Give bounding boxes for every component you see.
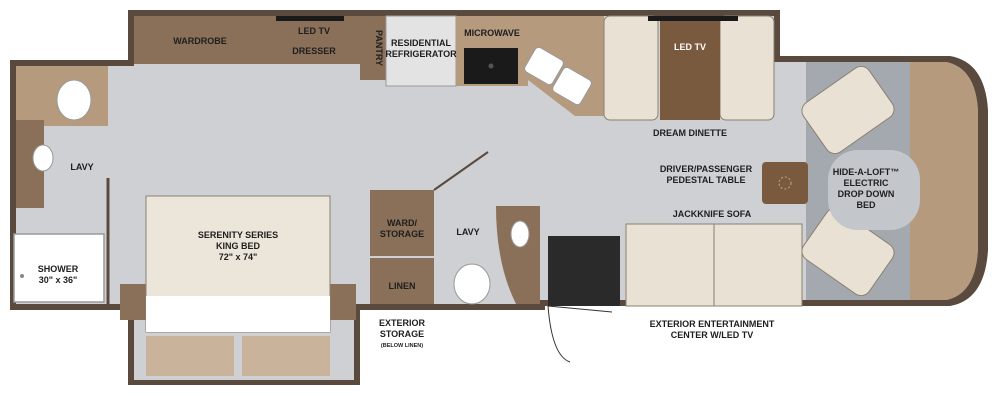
label-shower-2: 30" x 36" bbox=[39, 275, 78, 285]
dresser bbox=[268, 16, 360, 64]
label-pedestal-table-2: PEDESTAL TABLE bbox=[666, 175, 745, 185]
dash bbox=[910, 62, 978, 300]
refrigerator bbox=[385, 15, 457, 87]
shower-drain bbox=[20, 274, 24, 278]
hide-a-loft-area bbox=[828, 150, 920, 230]
label-entertainment-2: CENTER W/LED TV bbox=[671, 330, 754, 340]
label-lavy-mid: LAVY bbox=[456, 227, 479, 237]
nightstand-left bbox=[120, 284, 146, 320]
dinette-led-tv bbox=[648, 16, 738, 21]
label-dresser: DRESSER bbox=[292, 46, 336, 56]
bed-pillow-area bbox=[146, 296, 330, 332]
label-hide-a-loft-2: ELECTRIC bbox=[844, 178, 890, 188]
mid-toilet bbox=[453, 263, 491, 305]
wardrobe bbox=[134, 16, 268, 64]
label-microwave: MICROWAVE bbox=[464, 28, 520, 38]
label-bed-1: SERENITY SERIES bbox=[198, 230, 278, 240]
label-entertainment-1: EXTERIOR ENTERTAINMENT bbox=[650, 319, 775, 329]
label-jackknife-sofa: JACKKNIFE SOFA bbox=[673, 209, 752, 219]
rear-lavy-sink bbox=[32, 144, 54, 172]
pantry-cabinet bbox=[360, 16, 386, 80]
label-exterior-storage-1: EXTERIOR bbox=[379, 318, 426, 328]
label-lavy-rear: LAVY bbox=[70, 162, 93, 172]
label-refrigerator-1: RESIDENTIAL bbox=[391, 38, 452, 48]
label-led-tv-dinette: LED TV bbox=[674, 42, 706, 52]
dresser-led-tv bbox=[276, 16, 344, 21]
shower-stall bbox=[13, 233, 105, 303]
dinette-bench-left bbox=[603, 15, 659, 121]
dinette-table bbox=[660, 16, 720, 120]
label-wardrobe: WARDROBE bbox=[173, 36, 227, 46]
linen-closet bbox=[370, 258, 434, 304]
label-exterior-storage-note: (BELOW LINEN) bbox=[381, 343, 423, 349]
kitchen-sink-2 bbox=[552, 66, 592, 106]
driver-seat bbox=[801, 65, 895, 155]
label-linen: LINEN bbox=[389, 281, 416, 291]
entry-door-swing bbox=[547, 305, 613, 363]
label-hide-a-loft-1: HIDE-A-LOFT™ bbox=[833, 167, 900, 177]
pedestal-table bbox=[762, 162, 808, 204]
mid-bath-door bbox=[433, 151, 489, 191]
label-pedestal-table-1: DRIVER/PASSENGER bbox=[660, 164, 753, 174]
label-hide-a-loft-3: DROP DOWN bbox=[838, 189, 895, 199]
nightstand-right bbox=[330, 284, 356, 320]
bed-base-right bbox=[242, 336, 330, 376]
mid-lavy-sink bbox=[510, 220, 530, 248]
label-exterior-storage-2: STORAGE bbox=[380, 329, 424, 339]
label-bed-3: 72" x 74" bbox=[219, 252, 258, 262]
rear-toilet bbox=[56, 79, 92, 121]
microwave-knob bbox=[488, 63, 494, 69]
label-refrigerator-2: REFRIGERATOR bbox=[385, 49, 457, 59]
entry-step bbox=[548, 236, 620, 306]
label-hide-a-loft-4: BED bbox=[856, 200, 876, 210]
kitchen-sink-1 bbox=[524, 46, 564, 86]
ward-storage bbox=[370, 190, 434, 256]
label-pantry: PANTRY bbox=[374, 30, 384, 66]
label-bed-2: KING BED bbox=[216, 241, 261, 251]
label-led-tv-dresser: LED TV bbox=[298, 26, 330, 36]
label-ward-storage-2: STORAGE bbox=[380, 229, 424, 239]
dinette-bench-right bbox=[719, 15, 775, 121]
pedestal-post bbox=[778, 176, 792, 190]
label-dream-dinette: DREAM DINETTE bbox=[653, 128, 727, 138]
label-shower-1: SHOWER bbox=[38, 264, 79, 274]
label-ward-storage-1: WARD/ bbox=[387, 218, 417, 228]
bed-base-left bbox=[146, 336, 234, 376]
